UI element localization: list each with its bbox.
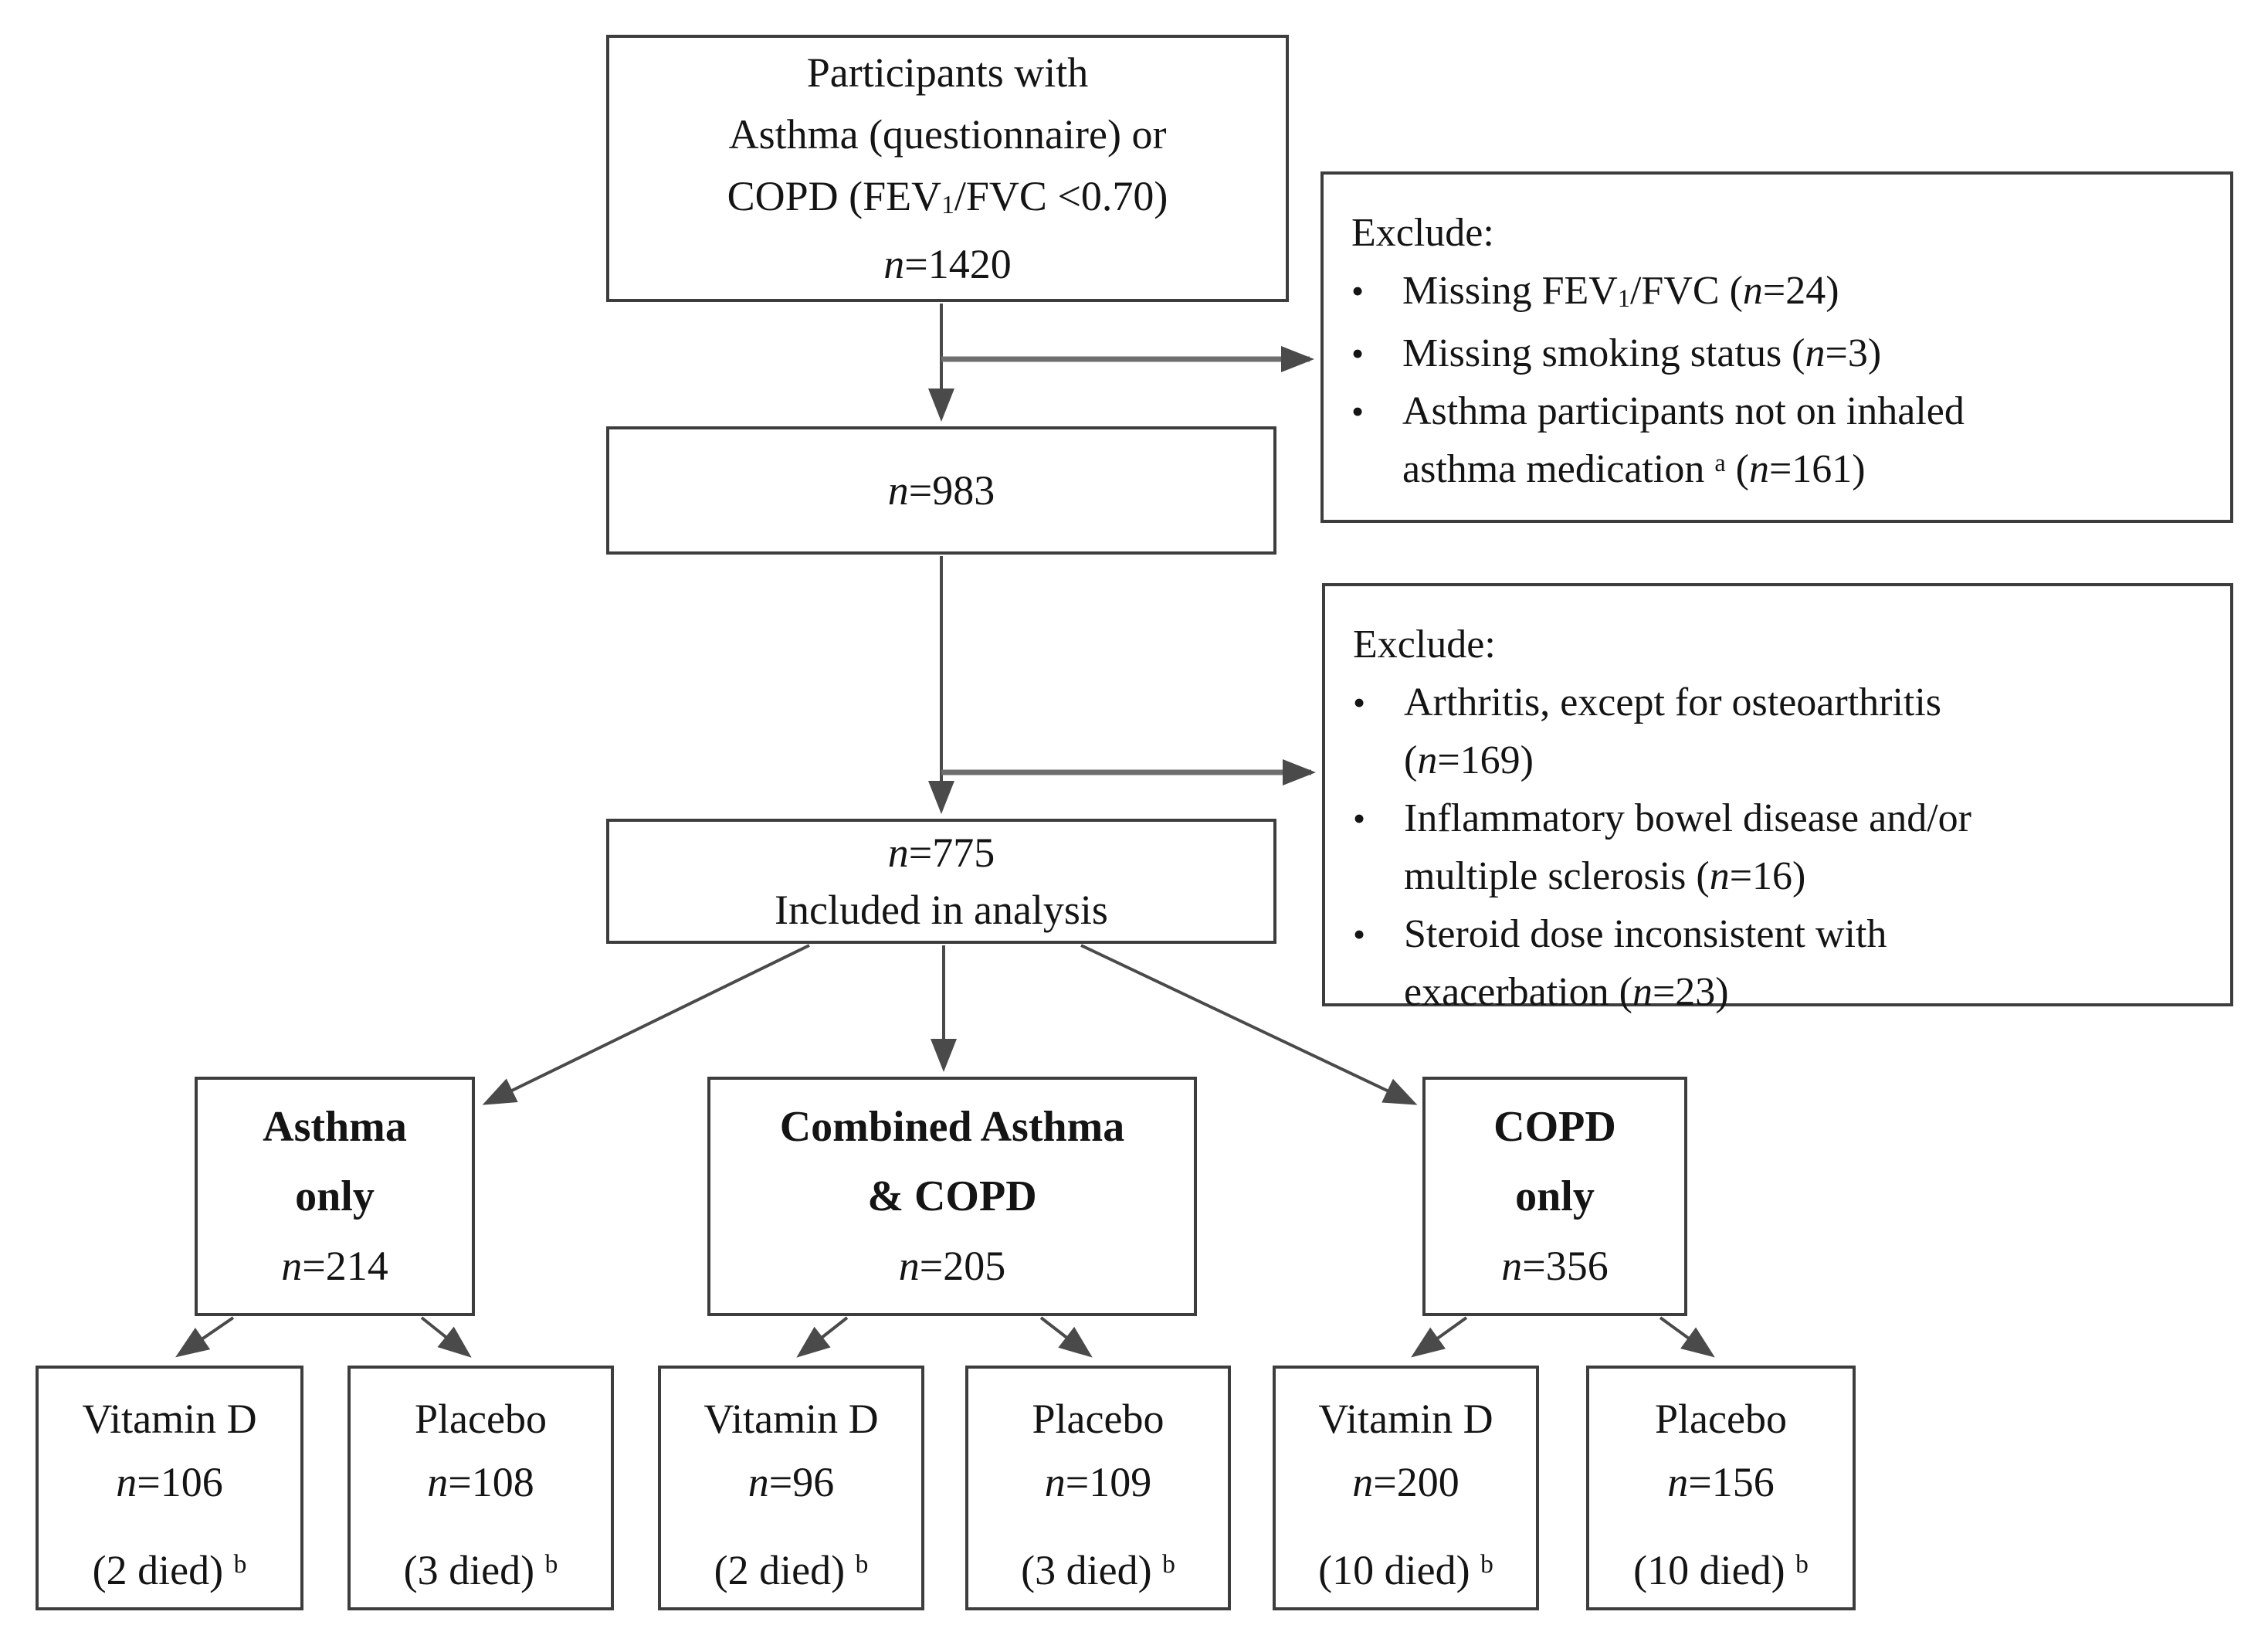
arm-label: Placebo xyxy=(415,1396,547,1442)
box-arm-asthma-vitamin-d: Vitamin D n=106 (2 died) b xyxy=(36,1366,303,1610)
group-title-line: & COPD xyxy=(867,1172,1037,1220)
group-count: n=214 xyxy=(281,1243,388,1289)
arm-deaths-note: (3 died) b xyxy=(403,1547,558,1593)
exclude-1-item: • Asthma participants not on inhaled ast… xyxy=(1351,382,2215,503)
arm-label: Vitamin D xyxy=(82,1396,257,1442)
bullet-icon: • xyxy=(1353,914,1366,954)
box-n775-included: n=775 Included in analysis xyxy=(606,819,1276,944)
box-n983: n=983 xyxy=(606,426,1276,555)
arrow-combined-to-placebo xyxy=(1039,1316,1093,1358)
participants-line: Asthma (questionnaire) or xyxy=(728,111,1167,158)
participants-count: n=1420 xyxy=(883,241,1012,287)
group-title-line: Asthma xyxy=(263,1103,407,1151)
arrow-asthma-to-vitamin-d xyxy=(175,1316,235,1358)
box-arm-asthma-placebo: Placebo n=108 (3 died) b xyxy=(347,1366,614,1610)
group-title-line: only xyxy=(1515,1172,1595,1220)
arm-count: n=109 xyxy=(1044,1459,1152,1505)
box-arm-copd-placebo: Placebo n=156 (10 died) b xyxy=(1586,1366,1856,1610)
box-arm-combined-placebo: Placebo n=109 (3 died) b xyxy=(965,1366,1231,1610)
exclude-2-heading: Exclude: xyxy=(1353,623,1496,667)
bullet-icon: • xyxy=(1353,799,1366,838)
arm-count: n=96 xyxy=(748,1459,835,1505)
arrow-asthma-to-placebo xyxy=(420,1316,472,1358)
exclude-2-item: • Inflammatory bowel disease and/or mult… xyxy=(1353,789,2215,905)
group-title-line: only xyxy=(295,1172,375,1220)
n775-count: n=775 xyxy=(887,830,995,876)
arm-count: n=156 xyxy=(1667,1459,1775,1505)
participants-line: Participants with xyxy=(806,49,1089,96)
exclude-2-item-text: Steroid dose inconsistent with xyxy=(1404,912,1887,956)
group-title-line: Combined Asthma xyxy=(779,1103,1125,1151)
exclude-2-item-text: multiple sclerosis (n=16) xyxy=(1404,854,1806,898)
exclude-2-item-text: Inflammatory bowel disease and/or xyxy=(1404,796,1971,840)
arm-count: n=200 xyxy=(1352,1459,1459,1505)
box-arm-combined-vitamin-d: Vitamin D n=96 (2 died) b xyxy=(658,1366,924,1610)
arrow-copd-to-placebo xyxy=(1659,1316,1715,1358)
box-copd-only: COPD only n=356 xyxy=(1422,1077,1687,1316)
box-exclude-1: Exclude: • Missing FEV1/FVC (n=24) • Mis… xyxy=(1320,171,2233,523)
arm-label: Placebo xyxy=(1655,1396,1787,1442)
bullet-icon: • xyxy=(1351,271,1365,310)
exclude-2-item: • Arthritis, except for osteoarthritis (… xyxy=(1353,673,2215,789)
box-participants: Participants with Asthma (questionnaire)… xyxy=(606,35,1289,302)
arm-deaths-note: (10 died) b xyxy=(1633,1547,1809,1593)
n775-label: Included in analysis xyxy=(775,887,1108,933)
arm-deaths-note: (2 died) b xyxy=(714,1547,869,1593)
exclude-2-item-text: Arthritis, except for osteoarthritis xyxy=(1404,680,1942,724)
arm-deaths-note: (10 died) b xyxy=(1318,1547,1493,1593)
exclude-1-item-text: asthma medication a (n=161) xyxy=(1402,447,1866,491)
exclude-1-heading: Exclude: xyxy=(1351,211,1494,255)
bullet-icon: • xyxy=(1353,683,1366,722)
exclude-1-item: • Missing smoking status (n=3) xyxy=(1351,324,2215,382)
group-count: n=356 xyxy=(1501,1243,1609,1289)
box-combined-asthma-copd: Combined Asthma & COPD n=205 xyxy=(707,1077,1197,1316)
arm-label: Vitamin D xyxy=(703,1396,879,1442)
exclude-2-item-text: exacerbation (n=23) xyxy=(1404,970,1729,1014)
arrow-copd-to-vitamin-d xyxy=(1411,1316,1468,1358)
arm-count: n=108 xyxy=(427,1459,534,1505)
bullet-icon: • xyxy=(1351,334,1365,373)
exclude-1-item-text: Missing smoking status (n=3) xyxy=(1402,331,1882,375)
arm-deaths-note: (2 died) b xyxy=(92,1547,247,1593)
arm-deaths-note: (3 died) b xyxy=(1021,1547,1175,1593)
arm-label: Vitamin D xyxy=(1318,1396,1493,1442)
arm-label: Placebo xyxy=(1032,1396,1165,1442)
exclude-2-item-text: (n=169) xyxy=(1404,738,1534,782)
bullet-icon: • xyxy=(1351,392,1365,431)
box-asthma-only: Asthma only n=214 xyxy=(195,1077,475,1316)
exclude-1-item-text: Asthma participants not on inhaled xyxy=(1402,389,1965,433)
arrow-combined-to-vitamin-d xyxy=(796,1316,849,1358)
exclude-1-item: • Missing FEV1/FVC (n=24) xyxy=(1351,262,2215,324)
arm-count: n=106 xyxy=(116,1459,223,1505)
exclude-2-item: • Steroid dose inconsistent with exacerb… xyxy=(1353,905,2215,1021)
n983-count: n=983 xyxy=(887,467,995,514)
box-arm-copd-vitamin-d: Vitamin D n=200 (10 died) b xyxy=(1273,1366,1539,1610)
group-count: n=205 xyxy=(898,1243,1006,1289)
participants-line: COPD (FEV1/FVC <0.70) xyxy=(727,173,1168,220)
box-exclude-2: Exclude: • Arthritis, except for osteoar… xyxy=(1322,583,2233,1014)
exclude-1-item-text: Missing FEV1/FVC (n=24) xyxy=(1402,269,1839,313)
group-title-line: COPD xyxy=(1493,1103,1616,1151)
